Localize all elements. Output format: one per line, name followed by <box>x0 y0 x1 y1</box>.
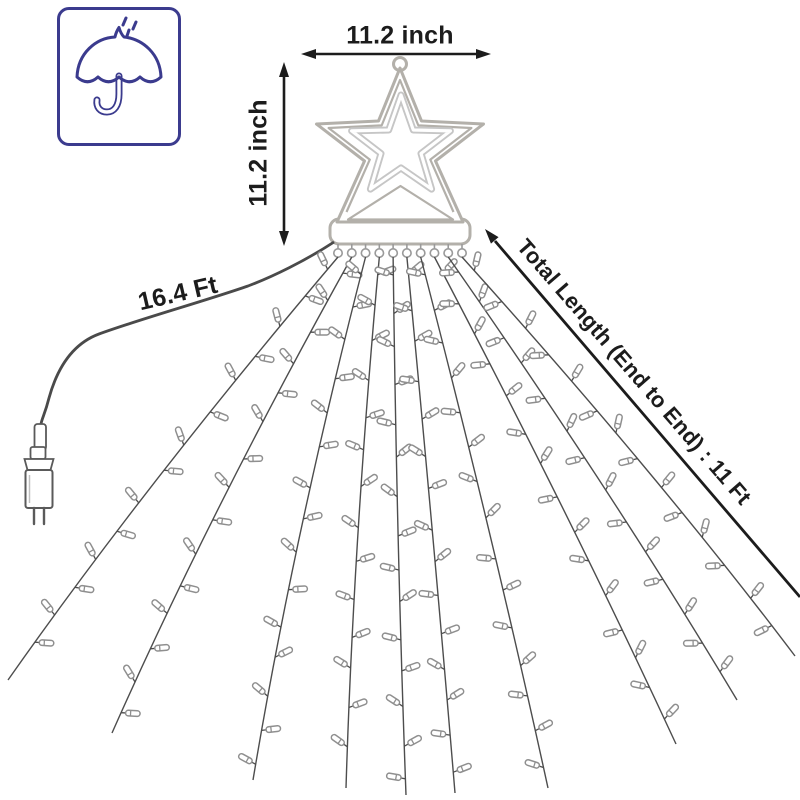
umbrella-canopy <box>75 26 163 84</box>
string-clips <box>332 244 467 259</box>
star-topper-graphic <box>315 56 485 246</box>
light-strings-graphic <box>7 251 796 796</box>
rain-drop-icon <box>125 28 131 38</box>
waterproof-badge <box>57 7 181 146</box>
umbrella-handle-inner <box>95 74 121 114</box>
power-cord-and-plug <box>23 240 335 526</box>
umbrella-rain-icon <box>75 16 163 116</box>
dimension-arrows <box>279 49 800 598</box>
rain-drop-icon <box>131 20 138 31</box>
rain-drop-icon <box>121 16 128 27</box>
star-height-label: 11.2 inch <box>244 99 273 207</box>
star-width-label: 11.2 inch <box>346 21 454 50</box>
